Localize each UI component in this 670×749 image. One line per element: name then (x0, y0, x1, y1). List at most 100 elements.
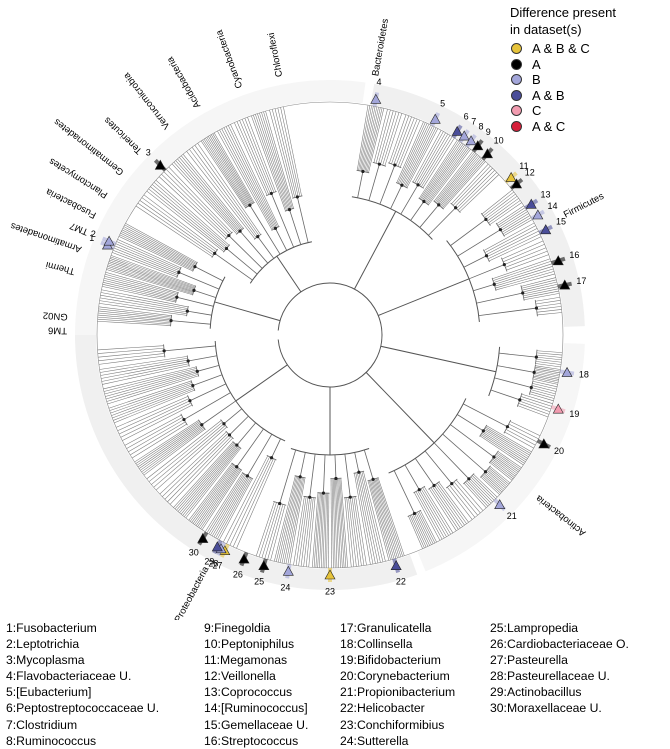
tip-branch (173, 441, 234, 508)
legend-item: A (508, 57, 668, 73)
node-dot (245, 474, 250, 478)
tip-branch (423, 143, 464, 202)
phylum-label: GN02 (42, 309, 68, 322)
tip-branch (424, 144, 466, 203)
subclade-stem (188, 355, 217, 362)
clade-sector (75, 335, 418, 591)
node-dot (348, 495, 352, 499)
subclade-stem (183, 392, 231, 420)
tip-branch (116, 241, 181, 270)
tip-branch (481, 189, 513, 215)
tip-branch (414, 492, 441, 541)
phylogenetic-tree: BacteroidetesChloroflexiCyanobacteriaAci… (9, 18, 606, 620)
subclade-stem (236, 428, 264, 467)
tip-branch (373, 109, 388, 163)
tip-branch (158, 176, 227, 239)
tip-branch (397, 118, 418, 167)
tip-branch (438, 481, 469, 523)
tip-branch (480, 434, 525, 464)
tip-branch (107, 375, 199, 405)
tip-branch (101, 363, 189, 382)
tip-branch (396, 121, 424, 183)
tip-branch (219, 129, 274, 230)
tip-branch (406, 128, 439, 188)
tip-branch (483, 473, 504, 492)
tip-branch (117, 398, 190, 431)
tip-branch (103, 280, 177, 299)
tip-branch (100, 294, 188, 311)
tip-branch (179, 444, 238, 514)
node-dot (222, 422, 226, 426)
tip-branch (437, 155, 479, 205)
subclade-stem (468, 264, 505, 280)
tip-branch (108, 380, 192, 409)
node-dot (195, 369, 199, 373)
tip-branch (122, 227, 196, 266)
tip-branch (202, 139, 247, 208)
tip-branch (456, 170, 495, 209)
tip-branch (97, 320, 171, 326)
tip-branch (384, 113, 403, 166)
tip-branch (236, 459, 276, 549)
legend-item: C (508, 103, 668, 119)
tip-branch (230, 124, 280, 227)
node-dot (467, 477, 471, 481)
tip-branch (148, 421, 223, 482)
subclade-stem (257, 236, 275, 259)
subclade-stem (189, 383, 227, 402)
node-dot (437, 203, 441, 207)
genus-triangle-marker (559, 279, 571, 290)
subclade-stem (478, 307, 537, 317)
tip-branch (274, 108, 297, 198)
tip-branch (415, 491, 443, 540)
tip-branch (346, 497, 355, 567)
subclade-stem (299, 452, 306, 477)
tip-branch (100, 292, 188, 309)
tip-branch (112, 249, 178, 276)
subclade-stem (433, 442, 470, 480)
tip-branch (226, 456, 270, 544)
node-dot (235, 465, 239, 469)
subclade-stem (414, 458, 435, 486)
node-dot (532, 370, 536, 374)
tip-branch (489, 462, 513, 481)
tip-branch (123, 226, 197, 265)
tip-branch (115, 396, 189, 428)
tip-branch (114, 245, 179, 273)
tip-branch (180, 155, 243, 230)
tip-branch (102, 365, 190, 385)
phylum-label: Verrucomicrobia (121, 70, 172, 131)
genus-triangle-marker (532, 209, 544, 220)
tip-branch (483, 430, 528, 459)
legend-swatch (511, 105, 522, 117)
tip-branch (537, 312, 562, 316)
tip-branch (267, 504, 284, 560)
subclade-stem (428, 207, 456, 236)
tip-branch (533, 372, 560, 379)
tip-branch (183, 447, 240, 517)
node-dot (529, 385, 533, 390)
node-dot (308, 495, 312, 499)
tip-branch (360, 471, 381, 563)
tip-branch (244, 118, 275, 193)
phylum-label: Bacteroidetes (370, 18, 391, 77)
tip-branch (171, 163, 238, 235)
tip-branch (98, 353, 165, 362)
tip-branch (375, 109, 391, 164)
tip-branch (103, 278, 178, 297)
tip-branch (121, 231, 195, 268)
genus-triangle-marker (552, 255, 564, 266)
tip-branch (180, 445, 239, 515)
tip-branch (428, 149, 471, 206)
node-dot (534, 355, 538, 359)
tip-branch (121, 229, 196, 267)
tip-branch (489, 466, 511, 484)
tip-branch (382, 112, 400, 166)
tip-branch (365, 107, 381, 173)
tip-branch (495, 454, 519, 473)
tip-branch (122, 404, 193, 441)
tip-branch (208, 474, 246, 535)
tip-branch (442, 161, 486, 209)
tip-branch (118, 400, 191, 435)
tip-branch (490, 461, 514, 480)
